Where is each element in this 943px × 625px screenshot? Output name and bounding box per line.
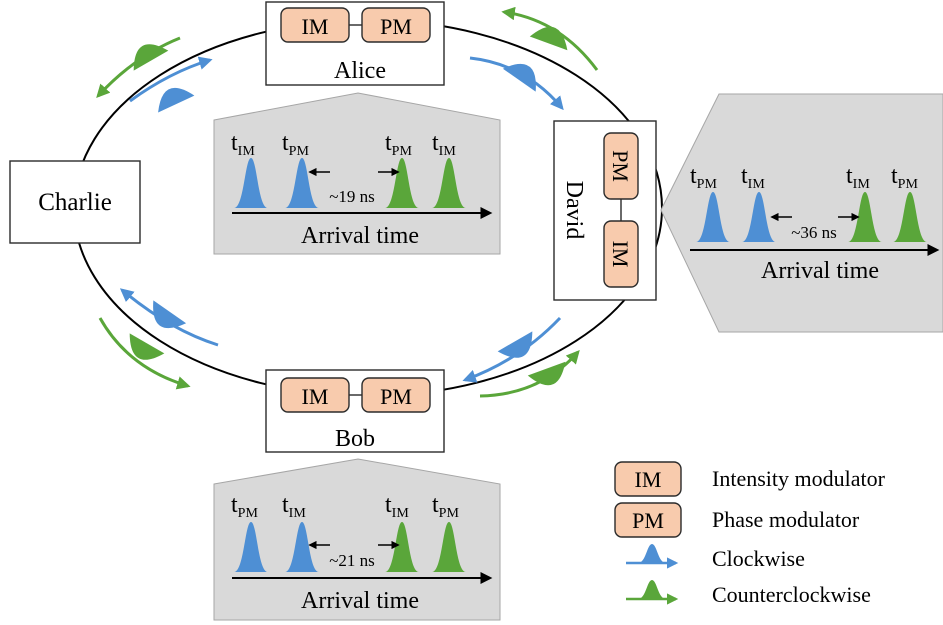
legend-pm-text: Phase modulator — [712, 507, 860, 532]
pulse-blue — [696, 192, 730, 242]
pulse-time-label: tPM — [231, 492, 258, 521]
axis-label: Arrival time — [301, 223, 419, 249]
pulse-time-label: tPM — [385, 130, 412, 159]
pulse-blue — [742, 192, 776, 242]
legend-counterclockwise-text: Counterclockwise — [712, 582, 871, 607]
bob-label: Bob — [335, 426, 375, 452]
axis-label: Arrival time — [301, 588, 419, 614]
legend-pm-box — [614, 502, 682, 538]
alice-label: Alice — [334, 58, 386, 84]
pulse-blue — [285, 158, 319, 208]
pulse-green — [385, 522, 419, 572]
pulse-time-label: tPM — [690, 163, 717, 192]
bob-im-label: IM — [302, 384, 329, 409]
pulse-arrow-counterclockwise — [96, 36, 181, 98]
alice-im-label: IM — [302, 14, 329, 39]
pulse-arrow-counterclockwise — [479, 349, 580, 398]
pulse-green — [432, 522, 466, 572]
pulse-green — [385, 158, 419, 208]
david-pm-box — [603, 132, 639, 200]
legend-clockwise-text: Clockwise — [712, 546, 805, 571]
pulse-time-label: tIM — [432, 130, 456, 159]
pulse-arrow-clockwise — [462, 316, 562, 383]
clockwise-pulse-icon — [626, 544, 679, 569]
pulse-arrow-clockwise — [119, 288, 219, 347]
pulse-arrow-counterclockwise — [98, 317, 191, 390]
pulse-blue — [285, 522, 319, 572]
bob-timing-panel: tPM tIM tIM tPM ~21 ns Arrival time — [213, 458, 501, 621]
alice-pm-label: PM — [380, 14, 412, 39]
david-pm-label: PM — [608, 150, 633, 182]
delay-label: ~19 ns — [329, 187, 375, 206]
alice-timing-panel: tIM tPM tPM tIM ~19 ns Arrival time — [213, 92, 501, 255]
pulse-green — [432, 158, 466, 208]
pulse-blue — [234, 522, 268, 572]
pulse-time-label: tIM — [231, 130, 255, 159]
pulse-time-label: tIM — [741, 163, 765, 192]
alice-pm-box — [361, 7, 431, 43]
david-im-label: IM — [608, 241, 633, 268]
pulse-arrow-clockwise — [129, 56, 213, 113]
pulse-blue — [234, 158, 268, 208]
axis-label: Arrival time — [761, 258, 879, 284]
bob-pm-label: PM — [380, 384, 412, 409]
pulse-time-label: tIM — [846, 163, 870, 192]
legend-im-box — [614, 461, 682, 497]
pulse-time-label: tIM — [282, 492, 306, 521]
pulse-arrow-clockwise — [469, 56, 564, 111]
delay-label: ~21 ns — [329, 551, 375, 570]
alice-im-box — [280, 7, 350, 43]
pulse-time-label: tPM — [891, 163, 918, 192]
legend: IM Intensity modulator PM Phase modulato… — [614, 461, 886, 607]
bob-pm-box — [361, 377, 431, 413]
david-label: David — [561, 181, 587, 240]
pulse-time-label: tIM — [385, 492, 409, 521]
pulse-time-label: tPM — [432, 492, 459, 521]
legend-im-key: IM — [635, 467, 662, 492]
bob-im-box — [280, 377, 350, 413]
pulse-green — [848, 192, 882, 242]
charlie-label: Charlie — [38, 189, 112, 216]
pulse-green — [893, 192, 927, 242]
pulse-arrow-counterclockwise — [501, 6, 599, 71]
david-im-box — [603, 220, 639, 288]
delay-label: ~36 ns — [791, 223, 837, 242]
legend-im-text: Intensity modulator — [712, 466, 886, 491]
charlie-node — [9, 160, 141, 244]
legend-pm-key: PM — [632, 508, 664, 533]
pulse-time-label: tPM — [282, 130, 309, 159]
david-timing-panel: tPM tIM tIM tPM ~36 ns Arrival time — [660, 93, 943, 333]
counterclockwise-pulse-icon — [626, 580, 679, 605]
